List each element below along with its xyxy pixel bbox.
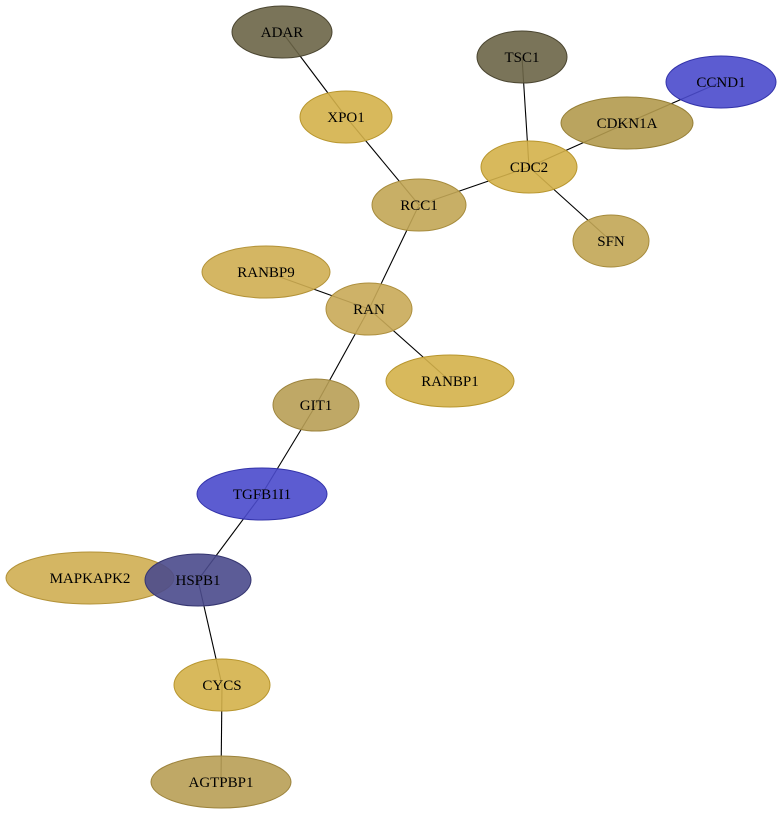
node-hspb1[interactable]: HSPB1 <box>144 553 252 607</box>
node-label-cdc2: CDC2 <box>510 160 548 176</box>
node-label-ranbp9: RANBP9 <box>237 265 295 281</box>
node-shape-git1 <box>272 378 360 432</box>
node-agtpbp1[interactable]: AGTPBP1 <box>150 755 292 809</box>
node-label-adar: ADAR <box>261 25 304 41</box>
node-label-xpo1: XPO1 <box>327 110 365 126</box>
node-label-mapkapk2: MAPKAPK2 <box>50 571 131 587</box>
node-label-ccnd1: CCND1 <box>696 75 745 91</box>
node-tgfb1i1[interactable]: TGFB1I1 <box>196 467 328 521</box>
node-shape-ranbp9 <box>201 245 331 299</box>
node-label-tsc1: TSC1 <box>504 50 539 66</box>
node-shape-adar <box>231 5 333 59</box>
node-shape-ranbp1 <box>385 354 515 408</box>
node-label-cdkn1a: CDKN1A <box>597 116 658 132</box>
node-shape-rcc1 <box>371 178 467 232</box>
node-ccnd1[interactable]: CCND1 <box>665 55 777 109</box>
node-shape-ccnd1 <box>665 55 777 109</box>
node-label-tgfb1i1: TGFB1I1 <box>233 487 291 503</box>
node-shape-cdc2 <box>480 140 578 194</box>
node-label-hspb1: HSPB1 <box>175 573 220 589</box>
node-ranbp1[interactable]: RANBP1 <box>385 354 515 408</box>
node-shape-xpo1 <box>299 90 393 144</box>
node-xpo1[interactable]: XPO1 <box>299 90 393 144</box>
node-label-ranbp1: RANBP1 <box>421 374 479 390</box>
node-label-sfn: SFN <box>597 234 625 250</box>
node-tsc1[interactable]: TSC1 <box>476 30 568 84</box>
node-sfn[interactable]: SFN <box>572 214 650 268</box>
node-shape-hspb1 <box>144 553 252 607</box>
node-label-git1: GIT1 <box>300 398 333 414</box>
node-shape-tgfb1i1 <box>196 467 328 521</box>
node-label-cycs: CYCS <box>202 678 241 694</box>
node-shape-cycs <box>173 658 271 712</box>
node-label-rcc1: RCC1 <box>400 198 438 214</box>
node-cdc2[interactable]: CDC2 <box>480 140 578 194</box>
node-cdkn1a[interactable]: CDKN1A <box>560 96 694 150</box>
node-cycs[interactable]: CYCS <box>173 658 271 712</box>
node-label-agtpbp1: AGTPBP1 <box>188 775 253 791</box>
node-label-ran: RAN <box>353 302 385 318</box>
node-adar[interactable]: ADAR <box>231 5 333 59</box>
node-rcc1[interactable]: RCC1 <box>371 178 467 232</box>
node-shape-cdkn1a <box>560 96 694 150</box>
node-shape-agtpbp1 <box>150 755 292 809</box>
node-git1[interactable]: GIT1 <box>272 378 360 432</box>
node-ran[interactable]: RAN <box>325 282 413 336</box>
node-shape-ran <box>325 282 413 336</box>
node-shape-sfn <box>572 214 650 268</box>
node-shape-tsc1 <box>476 30 568 84</box>
node-ranbp9[interactable]: RANBP9 <box>201 245 331 299</box>
